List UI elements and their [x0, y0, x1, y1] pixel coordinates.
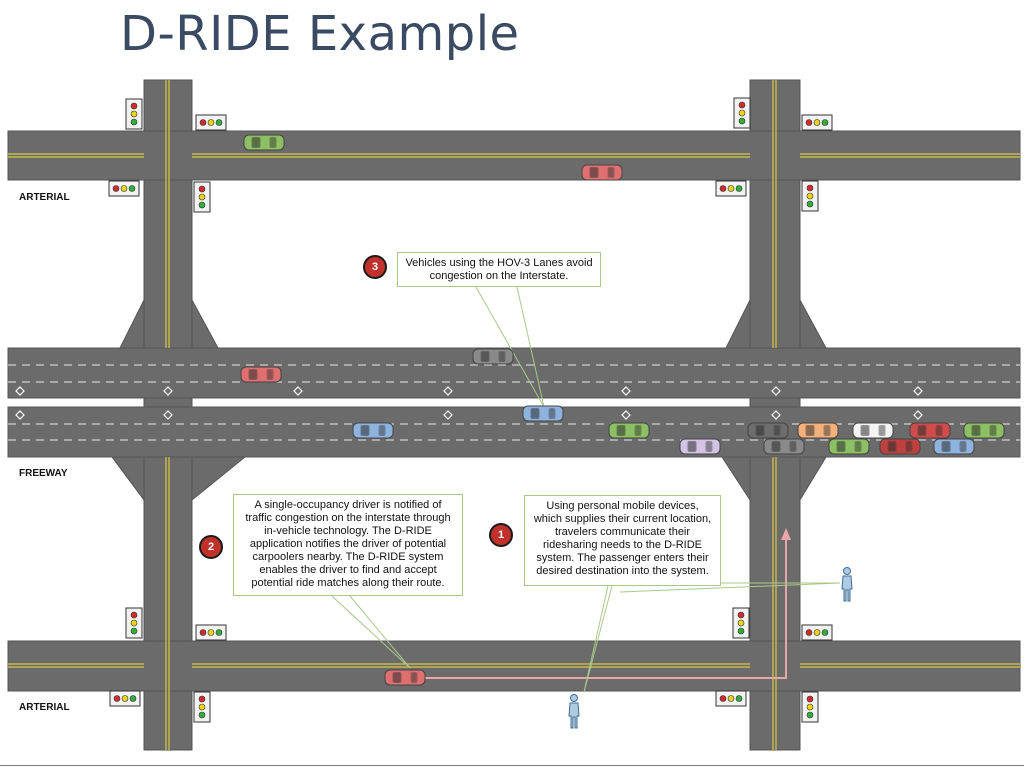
traffic-signal: [801, 624, 833, 641]
passenger-at-corner: [568, 694, 580, 729]
arterial-centerlines: [8, 153, 1020, 668]
cross-street-centerlines: [165, 80, 777, 750]
traffic-signal: [125, 98, 143, 130]
freeway-ramps: [111, 299, 827, 502]
step-2-badge: 2: [199, 535, 223, 559]
traffic-signal: [125, 607, 143, 639]
route-arrowhead: [781, 528, 791, 540]
traffic-signal: [195, 114, 227, 131]
step-1-badge: 1: [489, 523, 513, 547]
vehicle: [909, 422, 951, 439]
vehicle: [384, 669, 426, 686]
freeway: [7, 347, 1021, 458]
arterial-label-top: ARTERIAL: [19, 192, 70, 203]
vehicle: [240, 366, 282, 383]
waiting-passenger: [841, 567, 853, 602]
callout-mobile-devices: Using personal mobile devices, which sup…: [524, 495, 721, 586]
vehicle: [763, 438, 805, 455]
traffic-signal: [801, 114, 833, 131]
traffic-signals: [108, 97, 833, 723]
vehicle: [933, 438, 975, 455]
traffic-signal: [193, 691, 211, 723]
vehicle: [522, 405, 564, 422]
vehicle: [963, 422, 1005, 439]
vehicle: [747, 422, 789, 439]
traffic-signal: [801, 180, 819, 212]
vehicle: [472, 348, 514, 365]
traffic-signal: [109, 690, 141, 707]
traffic-signal: [801, 691, 819, 723]
freeway-lane-lines: [8, 364, 1020, 441]
vehicle: [879, 438, 921, 455]
vehicle: [243, 134, 285, 151]
arterial-label-bottom: ARTERIAL: [19, 702, 70, 713]
vehicle: [828, 438, 870, 455]
vehicle: [352, 422, 394, 439]
callout-hov-lanes: Vehicles using the HOV-3 Lanes avoid con…: [397, 252, 601, 287]
freeway-label: FREEWAY: [19, 468, 68, 479]
vehicle: [581, 164, 623, 181]
page-title: D-RIDE Example: [120, 6, 520, 62]
bottom-divider: [0, 765, 1024, 766]
callout-driver-notified: A single-occupancy driver is notified of…: [233, 494, 463, 596]
traffic-signal: [733, 97, 751, 129]
vehicle: [797, 422, 839, 439]
traffic-signal: [193, 181, 211, 213]
traffic-signal: [732, 607, 750, 639]
hov-lane-diamonds: [15, 386, 923, 420]
step-3-badge: 3: [363, 255, 387, 279]
traffic-signal: [195, 624, 227, 641]
traffic-signal: [715, 690, 747, 707]
traffic-signal: [108, 180, 140, 197]
traffic-signal: [715, 180, 747, 197]
vehicle: [679, 438, 721, 455]
vehicle: [852, 422, 894, 439]
vehicle: [608, 422, 650, 439]
arterial-roads: [7, 130, 1021, 692]
